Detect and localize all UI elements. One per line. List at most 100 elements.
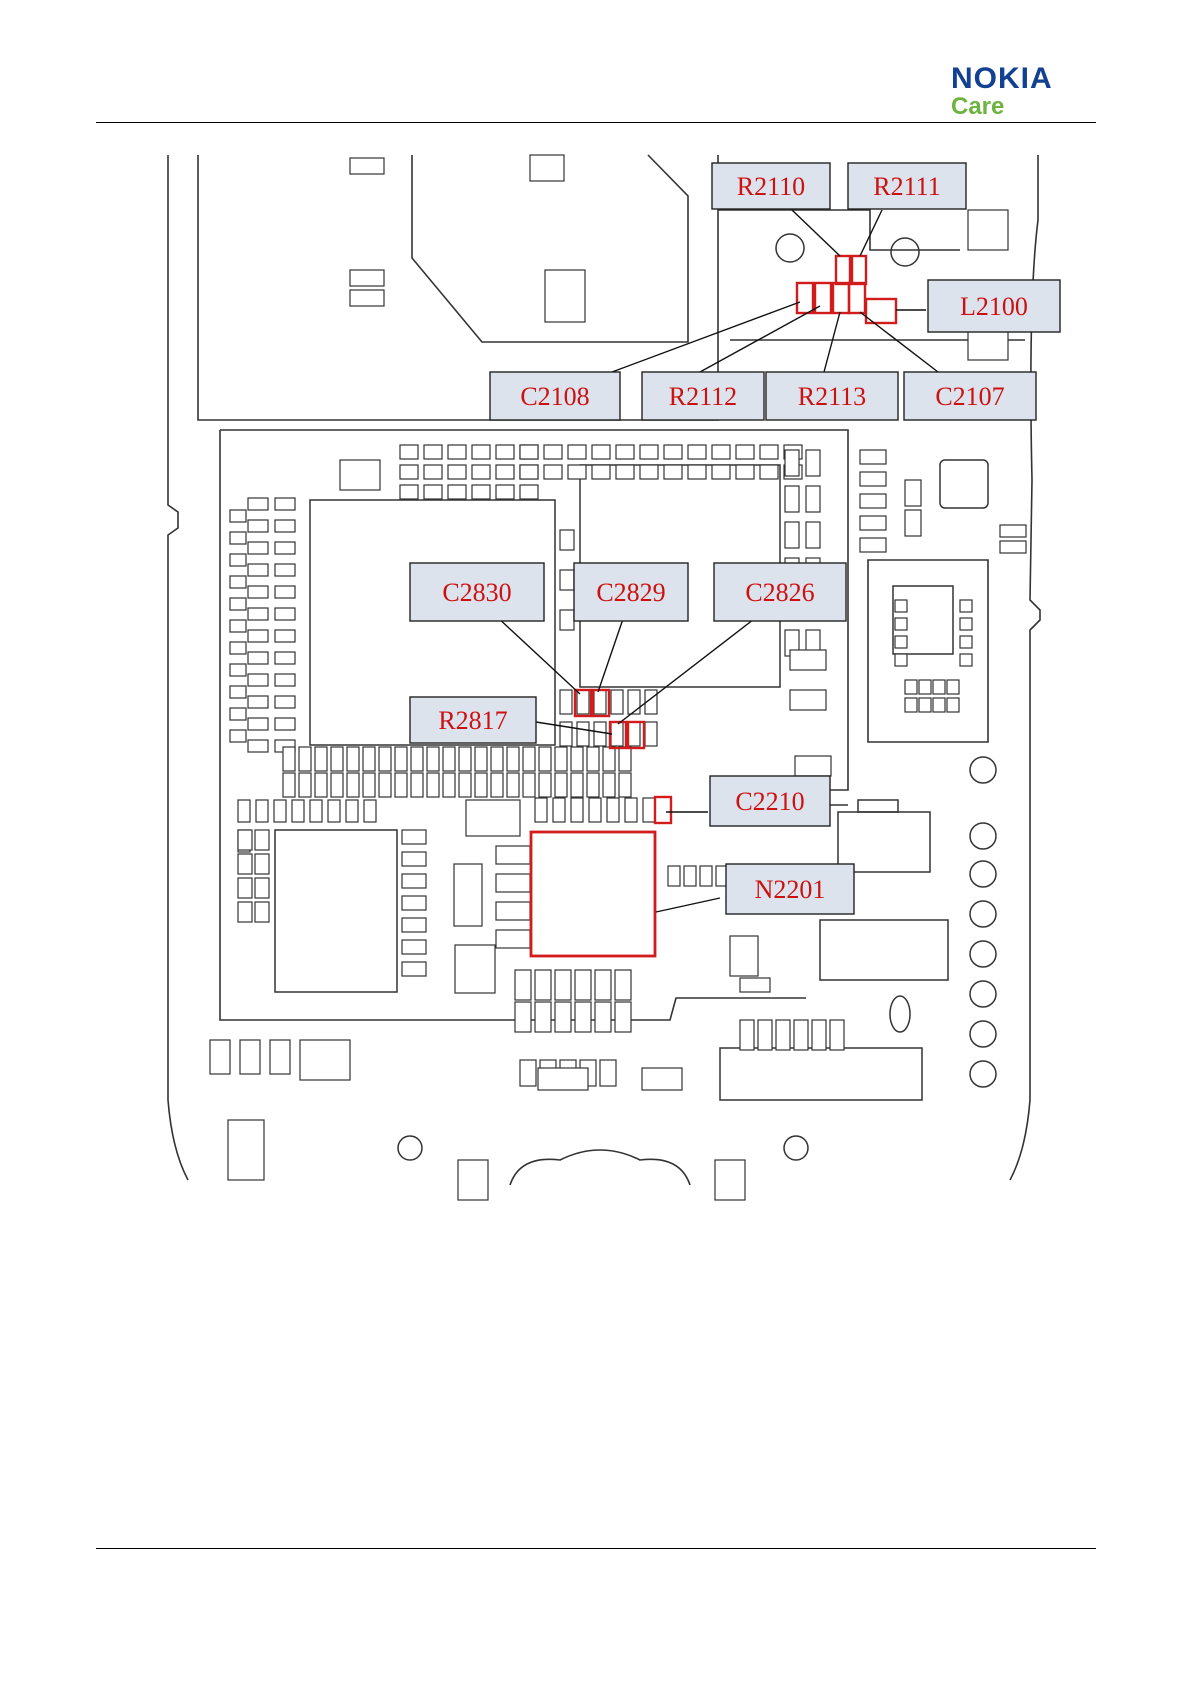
smd-pad bbox=[515, 970, 531, 1000]
smd-pad bbox=[248, 674, 268, 686]
callout-r2817: R2817 bbox=[410, 697, 536, 743]
smd-pad bbox=[472, 485, 490, 499]
smd-pad bbox=[895, 600, 907, 612]
smd-pad bbox=[275, 674, 295, 686]
smd-pad bbox=[248, 718, 268, 730]
smd-pad bbox=[712, 465, 730, 479]
smd-pad bbox=[523, 747, 535, 771]
smd-pad bbox=[255, 830, 269, 850]
smd-pad bbox=[395, 773, 407, 797]
smd-pad bbox=[340, 460, 380, 490]
smd-pad bbox=[402, 940, 426, 954]
smd-pad bbox=[625, 798, 637, 822]
smd-pad bbox=[275, 630, 295, 642]
callout-label: C2829 bbox=[596, 578, 665, 607]
smd-pad bbox=[860, 516, 886, 530]
smd-pad bbox=[790, 650, 826, 670]
smd-pad bbox=[730, 936, 758, 976]
smd-pad bbox=[427, 773, 439, 797]
smd-pad bbox=[587, 773, 599, 797]
smd-components bbox=[210, 155, 1026, 1200]
smd-pad bbox=[568, 465, 586, 479]
smd-pad bbox=[275, 564, 295, 576]
smd-pad bbox=[640, 465, 658, 479]
smd-pad bbox=[230, 554, 246, 566]
smd-pad bbox=[248, 630, 268, 642]
smd-pad bbox=[619, 773, 631, 797]
smd-pad bbox=[275, 498, 295, 510]
smd-pad bbox=[459, 747, 471, 771]
smd-pad bbox=[400, 465, 418, 479]
smd-pad bbox=[594, 722, 606, 746]
smd-pad bbox=[643, 798, 655, 822]
smd-pad bbox=[310, 800, 322, 822]
smd-pad bbox=[350, 290, 384, 306]
smd-pad bbox=[523, 773, 535, 797]
smd-pad bbox=[1000, 525, 1026, 537]
smd-pad bbox=[520, 465, 538, 479]
callout-label: R2113 bbox=[798, 382, 866, 411]
smd-pad bbox=[395, 747, 407, 771]
smd-pad bbox=[960, 618, 972, 630]
smd-pad bbox=[248, 542, 268, 554]
smd-pad bbox=[275, 586, 295, 598]
smd-pad bbox=[905, 698, 917, 712]
smd-pad bbox=[458, 1160, 488, 1200]
smd-pad bbox=[740, 978, 770, 992]
smd-pad bbox=[960, 636, 972, 648]
smd-pad bbox=[611, 722, 623, 746]
smd-pad bbox=[615, 970, 631, 1000]
smd-pad bbox=[230, 686, 246, 698]
smd-pad bbox=[255, 902, 269, 922]
smd-pad bbox=[427, 747, 439, 771]
smd-pad bbox=[274, 800, 286, 822]
smd-pad bbox=[459, 773, 471, 797]
smd-pad bbox=[560, 610, 574, 630]
smd-pad bbox=[238, 800, 250, 822]
smd-pad bbox=[607, 798, 619, 822]
smd-pad bbox=[592, 445, 610, 459]
smd-pad bbox=[785, 450, 799, 476]
smd-pad bbox=[947, 698, 959, 712]
smd-pad bbox=[496, 445, 514, 459]
smd-pad bbox=[331, 773, 343, 797]
callout-label: R2110 bbox=[737, 172, 805, 201]
smd-pad bbox=[299, 747, 311, 771]
smd-pad bbox=[664, 465, 682, 479]
smd-pad bbox=[668, 866, 680, 886]
smd-pad bbox=[230, 598, 246, 610]
smd-pad bbox=[806, 450, 820, 476]
callout-r2110: R2110 bbox=[712, 163, 830, 209]
smd-pad bbox=[520, 485, 538, 499]
smd-pad bbox=[230, 532, 246, 544]
smd-pad bbox=[230, 642, 246, 654]
smd-pad bbox=[283, 747, 295, 771]
smd-pad bbox=[230, 576, 246, 588]
smd-pad bbox=[275, 520, 295, 532]
smd-pad bbox=[275, 652, 295, 664]
smd-pad bbox=[346, 800, 358, 822]
callout-r2113: R2113 bbox=[766, 372, 898, 420]
smd-pad bbox=[830, 1020, 844, 1050]
smd-pad bbox=[230, 510, 246, 522]
smd-pad bbox=[230, 664, 246, 676]
smd-pad bbox=[640, 445, 658, 459]
smd-pad bbox=[350, 158, 384, 174]
smd-pad bbox=[1000, 541, 1026, 553]
smd-pad bbox=[575, 1002, 591, 1032]
smd-pad bbox=[619, 747, 631, 771]
smd-pad bbox=[443, 747, 455, 771]
smd-pad bbox=[555, 970, 571, 1000]
smd-pad bbox=[968, 210, 1008, 250]
smd-pad bbox=[905, 480, 921, 506]
callout-label: C2826 bbox=[745, 578, 814, 607]
smd-pad bbox=[454, 864, 482, 926]
smd-pad bbox=[248, 696, 268, 708]
smd-pad bbox=[919, 680, 931, 694]
smd-pad bbox=[238, 902, 252, 922]
smd-pad bbox=[684, 866, 696, 886]
smd-pad bbox=[790, 690, 826, 710]
smd-pad bbox=[248, 498, 268, 510]
smd-pad bbox=[603, 747, 615, 771]
callout-c2830: C2830 bbox=[410, 563, 544, 621]
